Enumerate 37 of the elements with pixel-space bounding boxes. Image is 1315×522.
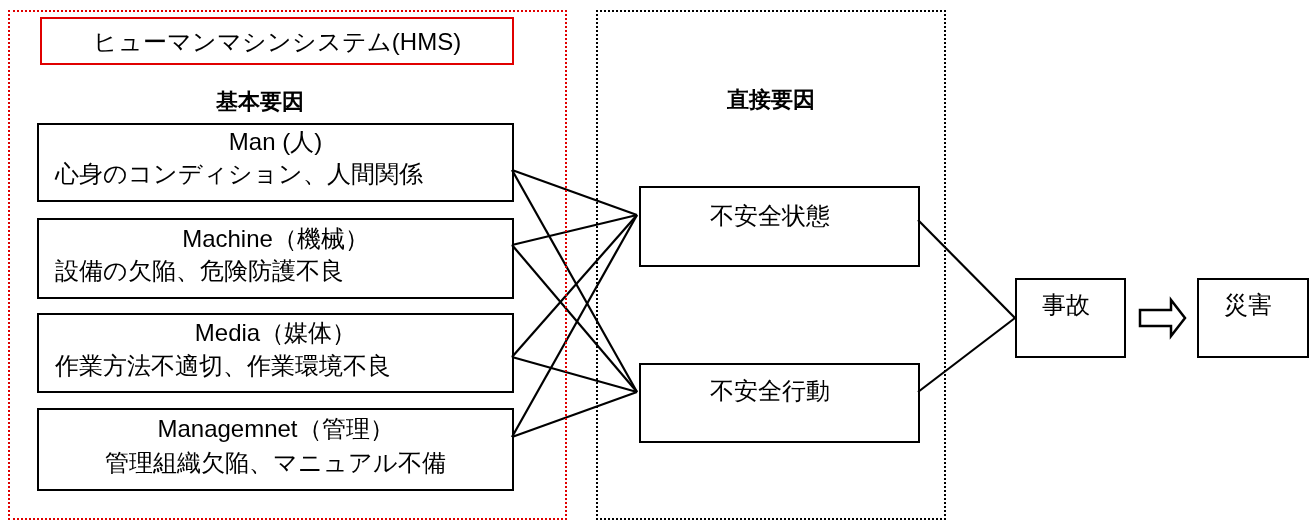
block-arrow [1138,296,1187,340]
connector-line [511,214,638,438]
connector-line [511,169,638,393]
box-text: ヒューマンマシンシステム(HMS) [91,29,463,56]
factor-box [37,123,514,202]
connector-line [917,317,1016,393]
title-box [40,17,514,65]
box-heading: Machine（機械） [181,226,370,253]
accident-box [1015,278,1126,358]
disaster-box [1197,278,1309,358]
box-text: 事故 [1040,292,1091,319]
state-box [639,186,920,267]
dotted-region [8,10,567,520]
connector-line [917,219,1016,319]
box-text: 管理組織欠陥、マニュアル不備 [104,450,447,477]
connector-line [511,390,638,439]
state-box [639,363,920,443]
box-text: 作業方法不適切、作業環境不良 [54,353,392,380]
box-heading: Media（媒体） [193,320,358,347]
factor-box [37,313,514,393]
connector-line [511,214,638,358]
box-heading: Managemnet（管理） [156,416,395,443]
factor-box [37,408,514,491]
box-heading: Man (人) [227,129,324,156]
box-text: 心身のコンディション、人間関係 [54,161,424,188]
connector-line [511,213,638,247]
dotted-region [596,10,946,520]
heading: 直接要因 [726,88,816,113]
connector-line [511,168,638,217]
box-text: 不安全状態 [708,203,831,230]
connector-line [511,244,638,393]
factor-box [37,218,514,299]
heading: 基本要因 [215,90,305,115]
box-text: 設備の欠陥、危険防護不良 [54,258,345,285]
box-text: 災害 [1223,292,1273,319]
box-text: 不安全行動 [708,378,831,405]
connector-line [511,355,638,394]
